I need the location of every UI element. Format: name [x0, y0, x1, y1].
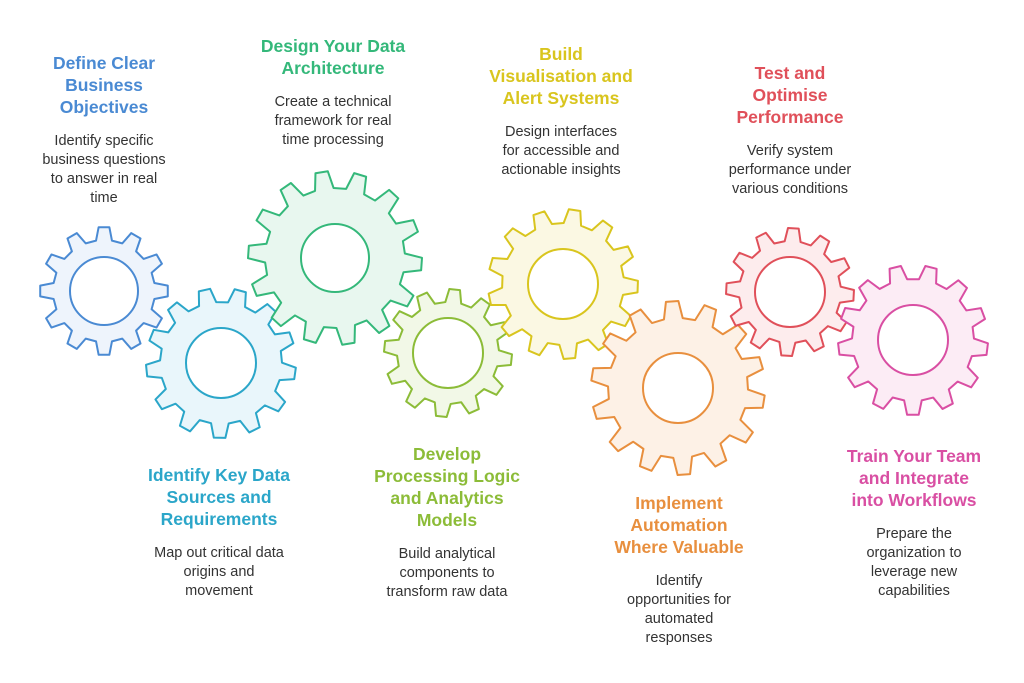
step-title: Identify Key Data Sources and Requiremen… [148, 465, 290, 529]
gear-train-team-icon [837, 264, 989, 416]
step-title: Train Your Team and Integrate into Workf… [846, 446, 982, 510]
step-description: Create a technical framework for real ti… [274, 94, 392, 148]
step-title: Design Your Data Architecture [260, 36, 406, 78]
step-title: Implement Automation Where Valuable [614, 493, 744, 557]
step-test-optimise: Test and Optimise Performance Verify sys… [702, 62, 878, 199]
step-description: Identify opportunities for automated res… [627, 573, 731, 646]
gear-hole [185, 327, 257, 399]
step-title: Build Visualisation and Alert Systems [489, 44, 633, 108]
step-define-objectives: Define Clear Business Objectives Identif… [20, 52, 188, 208]
gear-hole [412, 317, 484, 389]
step-train-team: Train Your Team and Integrate into Workf… [826, 445, 1002, 601]
gear-hole [300, 223, 370, 293]
gear-hole [69, 256, 139, 326]
gear-hole [754, 256, 826, 328]
step-develop-processing: Develop Processing Logic and Analytics M… [362, 443, 532, 602]
step-description: Prepare the organization to leverage new… [866, 526, 962, 599]
step-title: Test and Optimise Performance [736, 63, 844, 127]
gear-implement-automation-icon [590, 300, 766, 476]
step-description: Map out critical data origins and moveme… [154, 545, 284, 599]
step-description: Build analytical components to transform… [386, 546, 508, 600]
step-description: Design interfaces for accessible and act… [501, 124, 621, 178]
gear-identify-data-sources-icon [145, 287, 297, 439]
step-build-visualisation: Build Visualisation and Alert Systems De… [472, 43, 650, 180]
step-identify-data-sources: Identify Key Data Sources and Requiremen… [124, 464, 314, 601]
gear-hole [877, 304, 949, 376]
gear-test-optimise-icon [725, 227, 855, 357]
step-title: Develop Processing Logic and Analytics M… [374, 444, 520, 530]
gear-develop-processing-icon [383, 288, 513, 418]
gear-hole [642, 352, 714, 424]
gear-design-architecture-icon [247, 170, 423, 346]
gear-hole [527, 248, 599, 320]
step-description: Identify specific business questions to … [42, 133, 166, 206]
step-design-architecture: Design Your Data Architecture Create a t… [238, 35, 428, 150]
gear-define-objectives-icon [39, 226, 169, 356]
step-implement-automation: Implement Automation Where Valuable Iden… [596, 492, 762, 648]
step-title: Define Clear Business Objectives [52, 53, 156, 117]
step-description: Verify system performance under various … [728, 143, 852, 197]
